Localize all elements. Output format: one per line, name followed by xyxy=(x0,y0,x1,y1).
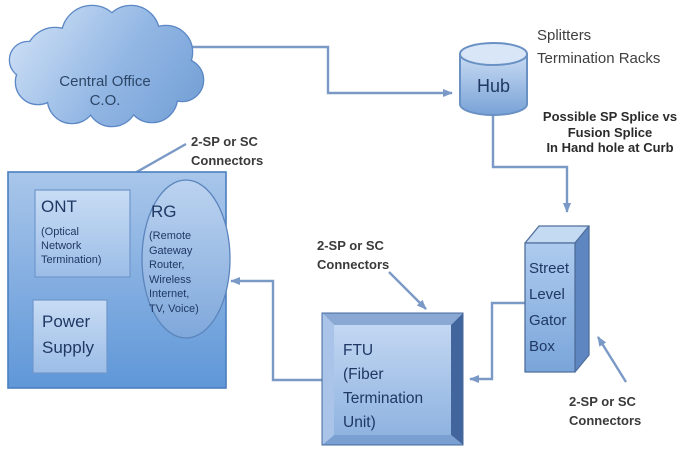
ont-sub-line1: (Optical xyxy=(41,226,79,238)
rg-title: RG xyxy=(151,202,177,221)
connector-hub-to-gator xyxy=(491,113,571,213)
rg-sub-line1: (Remote xyxy=(149,230,192,242)
connector-label-bottom: 2-SP or SC Connectors xyxy=(569,392,641,430)
splice-note-line1: Possible SP Splice vs xyxy=(542,109,678,124)
gator-label-line1: Street xyxy=(529,260,570,277)
hub-label: Hub xyxy=(476,76,511,96)
rg-sub-line4: Wireless xyxy=(149,273,192,286)
ftu-label-line2: (Fiber xyxy=(343,366,384,383)
gator-box xyxy=(524,225,590,373)
ont-subtitle: (Optical Network Termination) xyxy=(41,225,102,267)
power-supply-box xyxy=(32,299,108,374)
connector-label-top-line1: 2-SP or SC xyxy=(191,134,258,149)
connector-label-mid: 2-SP or SC Connectors xyxy=(317,236,389,274)
connector-label-mid-line1: 2-SP or SC xyxy=(317,238,384,253)
ont-box xyxy=(34,189,131,278)
gator-label-line2: Level xyxy=(529,286,565,303)
ftu-box xyxy=(321,312,464,446)
callout-arrow-bottom xyxy=(596,336,628,383)
splitters-note: Splitters Termination Racks xyxy=(537,24,660,70)
ftu-label: FTU (Fiber Termination Unit) xyxy=(343,339,423,435)
cloud-label: Central Office C.O. xyxy=(25,72,185,110)
rg-sub-line2: Gateway xyxy=(149,244,193,257)
rg-sub-line3: Router, xyxy=(149,259,185,271)
connector-label-bottom-line2: Connectors xyxy=(569,413,642,428)
cloud-label-line1: Central Office xyxy=(59,73,151,90)
splitters-note-line2: Termination Racks xyxy=(537,50,661,67)
central-office-cloud xyxy=(8,4,205,128)
callout-arrow-mid xyxy=(388,271,427,310)
gator-box-label: Street Level Gator Box xyxy=(529,256,569,360)
ont-title: ONT xyxy=(41,197,77,216)
rg-subtitle: (Remote Gateway Router, Wireless Interne… xyxy=(149,229,199,316)
rg-sub-line6: TV, Voice) xyxy=(149,302,199,315)
ftu-label-line4: Unit) xyxy=(343,414,376,431)
connector-ftu-to-premises xyxy=(230,277,322,382)
ftu-label-line3: Termination xyxy=(343,390,424,407)
splice-note: Possible SP Splice vs Fusion Splice In H… xyxy=(532,109,688,156)
hub-cylinder xyxy=(459,42,528,116)
gator-label-line3: Gator xyxy=(529,312,567,329)
splice-note-line3: In Hand hole at Curb xyxy=(546,140,674,155)
rg-sub-line5: Internet, xyxy=(149,288,190,300)
ftu-label-line1: FTU xyxy=(343,342,374,359)
ont-sub-line3: Termination) xyxy=(41,254,102,266)
splitters-note-line1: Splitters xyxy=(537,27,592,44)
power-supply-label: Power Supply xyxy=(42,309,94,361)
ont-sub-line2: Network xyxy=(41,240,82,252)
power-supply-line2: Supply xyxy=(42,338,94,357)
splice-note-line2: Fusion Splice xyxy=(567,124,653,140)
connector-cloud-to-hub xyxy=(190,45,453,97)
connector-label-bottom-line1: 2-SP or SC xyxy=(569,394,636,409)
connector-gator-to-ftu xyxy=(469,301,525,383)
connector-label-top: 2-SP or SC Connectors xyxy=(191,132,263,170)
cloud-label-line2: C.O. xyxy=(89,92,121,109)
power-supply-line1: Power xyxy=(42,312,91,331)
connector-label-mid-line2: Connectors xyxy=(317,257,390,272)
connector-label-top-line2: Connectors xyxy=(191,153,264,168)
rg-ellipse xyxy=(141,179,231,339)
gator-label-line4: Box xyxy=(529,338,555,355)
